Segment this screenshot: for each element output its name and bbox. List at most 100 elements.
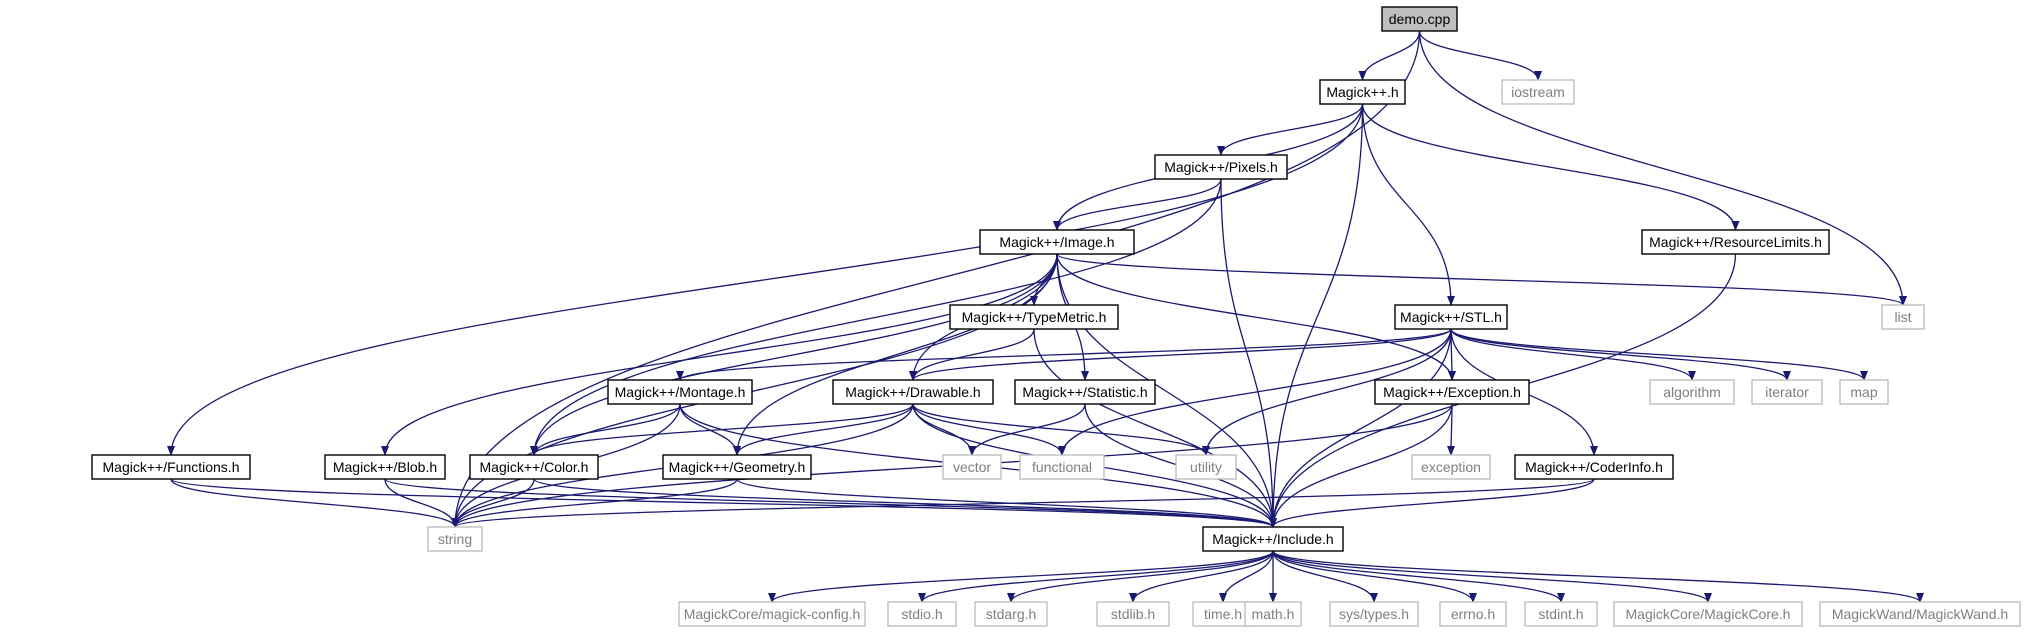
node-systypes-label: sys/types.h xyxy=(1339,606,1409,622)
node-stdlib: stdlib.h xyxy=(1096,601,1170,627)
node-string: string xyxy=(427,526,483,552)
node-iterator-label: iterator xyxy=(1765,384,1809,400)
node-pixels[interactable]: Magick++/Pixels.h xyxy=(1154,154,1288,180)
edge-coderinfo-to-include xyxy=(1269,478,1595,528)
node-montage-label: Magick++/Montage.h xyxy=(615,384,746,400)
node-include[interactable]: Magick++/Include.h xyxy=(1202,526,1344,552)
node-reslimits-label: Magick++/ResourceLimits.h xyxy=(1649,234,1822,250)
node-stdarg-label: stdarg.h xyxy=(986,606,1037,622)
node-blob[interactable]: Magick++/Blob.h xyxy=(324,454,446,480)
node-demo-label: demo.cpp xyxy=(1389,11,1451,27)
edge-exception_h-to-include xyxy=(1269,403,1453,528)
node-map-box xyxy=(1839,379,1889,405)
node-exception-label: exception xyxy=(1421,459,1481,475)
node-algorithm-box xyxy=(1649,379,1735,405)
node-utility-box xyxy=(1175,454,1237,480)
node-functions[interactable]: Magick++/Functions.h xyxy=(91,454,251,480)
node-functions-label: Magick++/Functions.h xyxy=(103,459,240,475)
node-statistic-box xyxy=(1014,379,1156,405)
node-time: time.h xyxy=(1192,601,1254,627)
edge-statistic-to-vector xyxy=(968,403,1086,456)
edge-stl-to-algorithm xyxy=(1450,328,1696,381)
node-time-box xyxy=(1192,601,1254,627)
node-stl-label: Magick++/STL.h xyxy=(1400,309,1502,325)
node-functional-box xyxy=(1019,454,1105,480)
edge-stl-to-utility xyxy=(1202,328,1452,456)
node-string-label: string xyxy=(438,531,472,547)
edge-image-to-include xyxy=(1056,253,1277,528)
node-include-label: Magick++/Include.h xyxy=(1212,531,1333,547)
node-demo[interactable]: demo.cpp xyxy=(1381,6,1458,32)
node-exception: exception xyxy=(1411,454,1491,480)
node-reslimits[interactable]: Magick++/ResourceLimits.h xyxy=(1641,229,1830,255)
node-magickpp[interactable]: Magick++.h xyxy=(1319,79,1406,105)
node-list-label: list xyxy=(1894,309,1911,325)
node-exception_h[interactable]: Magick++/Exception.h xyxy=(1374,379,1530,405)
edge-stl-to-include xyxy=(1269,328,1452,528)
node-stdlib-label: stdlib.h xyxy=(1111,606,1155,622)
edge-magickpp-to-stl xyxy=(1361,103,1455,306)
edge-include-to-systypes xyxy=(1272,550,1378,603)
node-drawable[interactable]: Magick++/Drawable.h xyxy=(832,379,994,405)
node-stdarg: stdarg.h xyxy=(974,601,1048,627)
node-coderinfo[interactable]: Magick++/CoderInfo.h xyxy=(1514,454,1674,480)
node-vector: vector xyxy=(942,454,1002,480)
node-magickwand-label: MagickWand/MagickWand.h xyxy=(1832,606,2008,622)
node-mconfig: MagickCore/magick-config.h xyxy=(678,601,866,627)
node-map: map xyxy=(1839,379,1889,405)
edge-magickpp-to-functions xyxy=(167,103,1364,456)
edge-image-to-typemetric xyxy=(1030,253,1058,306)
edge-include-to-stdio xyxy=(918,550,1274,603)
node-exception-box xyxy=(1411,454,1491,480)
node-montage[interactable]: Magick++/Montage.h xyxy=(607,379,753,405)
node-include-box xyxy=(1202,526,1344,552)
node-typemetric-label: Magick++/TypeMetric.h xyxy=(962,309,1107,325)
edge-pixels-to-include xyxy=(1220,178,1277,528)
node-errno-label: errno.h xyxy=(1451,606,1495,622)
node-functional: functional xyxy=(1019,454,1105,480)
node-stdio: stdio.h xyxy=(887,601,957,627)
edge-include-to-time xyxy=(1219,550,1274,603)
node-systypes-box xyxy=(1329,601,1419,627)
edge-include-to-magickwand xyxy=(1272,550,1924,603)
node-geometry-box xyxy=(662,454,812,480)
node-stdlib-box xyxy=(1096,601,1170,627)
edge-drawable-to-color xyxy=(530,403,914,456)
node-statistic[interactable]: Magick++/Statistic.h xyxy=(1014,379,1156,405)
node-math-box xyxy=(1244,601,1302,627)
edge-demo-to-list xyxy=(1418,30,1907,306)
node-typemetric[interactable]: Magick++/TypeMetric.h xyxy=(949,304,1119,330)
node-blob-label: Magick++/Blob.h xyxy=(333,459,437,475)
node-stdio-label: stdio.h xyxy=(901,606,942,622)
edge-drawable-to-functional xyxy=(912,403,1066,456)
edge-include-to-stdarg xyxy=(1007,550,1274,603)
node-iterator: iterator xyxy=(1751,379,1823,405)
node-math-label: math.h xyxy=(1252,606,1295,622)
node-magickcore: MagickCore/MagickCore.h xyxy=(1613,601,1803,627)
edge-demo-to-string xyxy=(451,30,1421,528)
node-stl[interactable]: Magick++/STL.h xyxy=(1394,304,1508,330)
node-image-label: Magick++/Image.h xyxy=(999,234,1114,250)
edge-functions-to-include xyxy=(170,478,1277,528)
edge-image-to-color xyxy=(530,253,1058,456)
node-geometry-label: Magick++/Geometry.h xyxy=(669,459,806,475)
node-magickwand-box xyxy=(1819,601,2021,627)
node-systypes: sys/types.h xyxy=(1329,601,1419,627)
node-exception_h-label: Magick++/Exception.h xyxy=(1383,384,1521,400)
node-errno: errno.h xyxy=(1439,601,1507,627)
node-geometry[interactable]: Magick++/Geometry.h xyxy=(662,454,812,480)
edge-include-to-errno xyxy=(1272,550,1477,603)
edge-include-to-magickcore xyxy=(1272,550,1712,603)
node-montage-box xyxy=(607,379,753,405)
node-stdint: stdint.h xyxy=(1524,601,1598,627)
node-image[interactable]: Magick++/Image.h xyxy=(979,229,1135,255)
node-utility: utility xyxy=(1175,454,1237,480)
node-reslimits-box xyxy=(1641,229,1830,255)
node-color[interactable]: Magick++/Color.h xyxy=(469,454,599,480)
edge-demo-to-iostream xyxy=(1418,30,1542,81)
node-blob-box xyxy=(324,454,446,480)
edge-coderinfo-to-string xyxy=(451,478,1595,528)
node-list-box xyxy=(1881,304,1925,330)
